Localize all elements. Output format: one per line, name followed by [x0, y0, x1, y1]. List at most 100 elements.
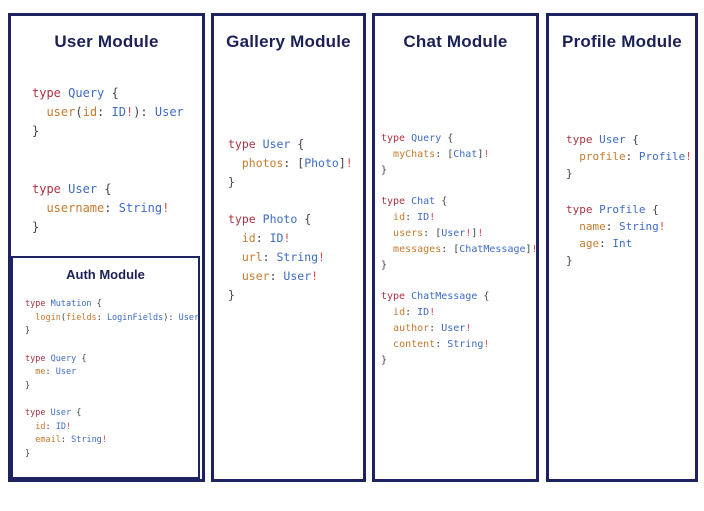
code-token-fd: age [579, 237, 600, 250]
code-token-bg: ! [66, 421, 72, 432]
code-line: id: ID! [228, 229, 353, 248]
code-line: type User { [25, 407, 199, 421]
code-token-pl: } [381, 260, 388, 271]
code-token-bg: ! [345, 156, 353, 170]
code-token-kw: type [381, 196, 406, 207]
code-token-fd: id [393, 307, 406, 318]
code-token-pl: : [405, 307, 418, 318]
code-token-fd: users [393, 228, 424, 239]
code-token-pl: : [ [423, 228, 442, 239]
code-token-pl [25, 435, 35, 445]
code-token-ty: String [71, 435, 102, 445]
code-line: type Profile { [566, 201, 692, 218]
code-token-kw: type [25, 299, 46, 309]
code-token-pl [381, 149, 393, 160]
code-line: author: User! [381, 321, 538, 337]
code-token-pl: } [228, 175, 235, 189]
code-token-fd: profile [579, 150, 626, 163]
code-token-pl: { [625, 133, 639, 146]
code-line: } [25, 448, 199, 462]
code-token-pl: : [45, 421, 56, 432]
code-token-bg: ! [477, 228, 484, 239]
code-line: user: User! [228, 267, 353, 286]
code-token-ty: ID [417, 307, 430, 318]
panel-profile-module: Profile Module type User { profile: Prof… [546, 13, 698, 482]
code-token-bg: ! [465, 323, 472, 334]
code-token-pl: } [25, 448, 31, 459]
code-token-ty: User [441, 323, 466, 334]
code-line: } [566, 252, 692, 269]
code-token-pl: : [96, 312, 107, 323]
panel-title-auth-module: Auth Module [66, 267, 145, 282]
code-block: type User { id: ID! email: String!} [25, 407, 199, 461]
code-line: profile: Profile! [566, 148, 692, 165]
code-token-pl: ] [477, 149, 484, 160]
code-token-pl [256, 212, 263, 226]
code-token-fd: id [393, 212, 406, 223]
code-line: type User { [32, 180, 184, 199]
code-token-ty: Int [612, 237, 633, 250]
code-token-ty: User [154, 105, 184, 119]
code-block: type Query { myChats: [Chat]!} [381, 131, 538, 179]
code-block: type Query { user(id: ID!): User} [32, 84, 184, 141]
code-token-ty: String [276, 250, 319, 264]
code-token-pl: } [32, 220, 40, 234]
code-line: } [228, 173, 353, 192]
code-block: type Photo { id: ID! url: String! user: … [228, 210, 353, 305]
code-token-bg: ! [429, 307, 436, 318]
code-token-bg: ! [125, 105, 134, 119]
code-token-kw: type [566, 203, 593, 216]
code-token-pl: { [104, 86, 119, 100]
code-line: } [381, 163, 538, 179]
code-token-pl [381, 244, 393, 255]
code-token-ty: User [441, 228, 466, 239]
code-token-pl [228, 231, 242, 245]
code-token-ty: ID [111, 105, 126, 119]
code-token-pl: : [ [283, 156, 305, 170]
code-block: type Profile { name: String! age: Int} [566, 201, 692, 269]
code-token-pl: : [60, 435, 72, 445]
code-token-fd: login [35, 312, 61, 323]
code-token-bg: ! [483, 149, 490, 160]
code-block: type User { profile: Profile!} [566, 131, 692, 182]
code-token-bg: ! [162, 201, 170, 215]
code-token-pl: : [599, 237, 613, 250]
code-token-pl: : [ [441, 244, 460, 255]
code-token-pl: { [76, 353, 87, 364]
code-token-pl [25, 313, 35, 323]
code-block: type User { photos: [Photo]!} [228, 135, 353, 192]
code-token-pl: { [91, 299, 102, 309]
code-line: email: String! [25, 434, 199, 448]
code-token-pl: } [566, 167, 573, 180]
code-token-pl [381, 212, 393, 223]
code-line: content: String! [381, 337, 538, 353]
code-token-ty: Photo [262, 212, 298, 226]
code-block: type ChatMessage { id: ID! author: User!… [381, 289, 538, 369]
panel-user-module: User Module type Query { user(id: ID!): … [8, 13, 205, 482]
code-token-ty: ID [417, 212, 430, 223]
code-line: } [566, 165, 692, 182]
code-token-bg: ! [429, 212, 436, 223]
code-line: id: ID! [381, 210, 538, 226]
code-token-kw: type [32, 182, 61, 196]
panel-chat-module: Chat Module type Query { myChats: [Chat]… [372, 13, 539, 482]
panel-title-chat-module: Chat Module [403, 32, 508, 51]
code-token-ty: ChatMessage [459, 244, 526, 255]
code-token-pl: : [ [435, 149, 454, 160]
code-token-kw: type [228, 212, 256, 226]
panel-auth-module: Auth Module type Mutation { login(fields… [11, 256, 200, 479]
code-block: type Chat { id: ID! users: [User!]! mess… [381, 194, 538, 274]
code-token-pl [228, 156, 242, 170]
code-line: type User { [228, 135, 353, 154]
code-token-pl: } [381, 355, 388, 366]
code-token-pl: : [255, 231, 270, 245]
code-token-fd: email [35, 435, 61, 445]
code-token-pl [228, 269, 242, 283]
code-token-fd: fields [65, 312, 97, 323]
code-token-fd: id [241, 231, 256, 245]
code-token-pl: : [104, 201, 119, 215]
code-line: type Mutation { [25, 298, 199, 312]
code-token-ty: User [68, 182, 98, 196]
code-token-bg: ! [685, 150, 692, 163]
code-token-pl: } [25, 326, 31, 336]
